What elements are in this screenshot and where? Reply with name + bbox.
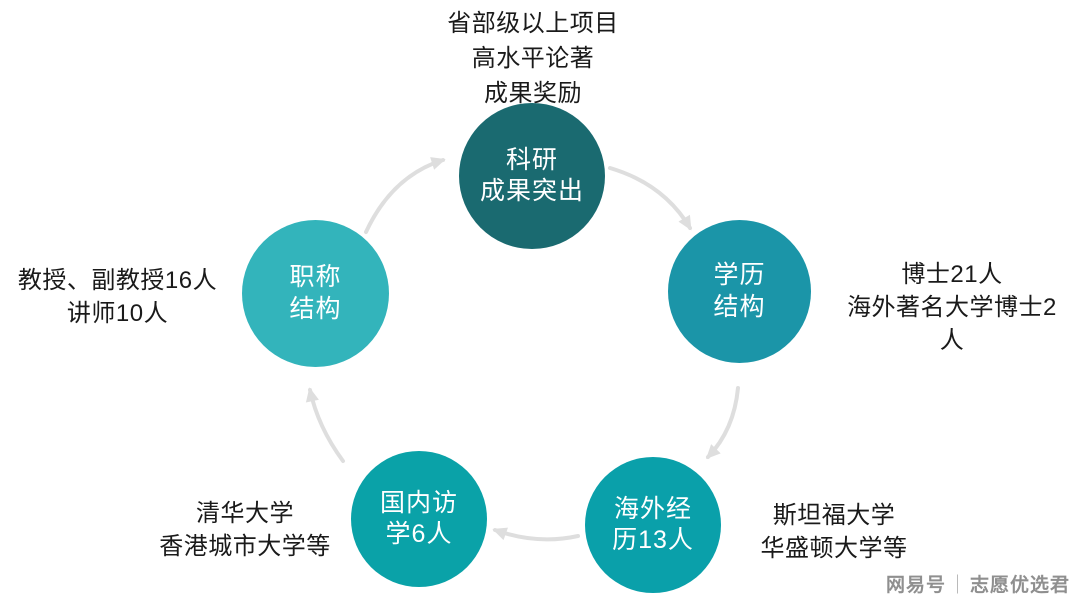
annotation-overseas: 斯坦福大学 华盛顿大学等 — [744, 499, 924, 565]
arrow-research-to-education-icon — [608, 166, 692, 231]
node-education-structure: 学历 结构 — [668, 220, 811, 363]
annotation-line: 海外著名大学博士2人 — [847, 294, 1057, 354]
watermark-brand: 网易号 — [885, 575, 946, 596]
watermark: 网易号 ｜ 志愿优选君 — [886, 570, 1070, 597]
annotation-line: 讲师10人 — [66, 300, 169, 327]
annotation-rank: 教授、副教授16人 讲师10人 — [5, 264, 230, 330]
node-label-line: 结构 — [713, 292, 766, 321]
node-label-line: 结构 — [289, 294, 342, 323]
annotation-line: 清华大学 — [196, 500, 294, 527]
annotation-line: 高水平论著 — [471, 45, 595, 72]
annotation-education: 博士21人 海外著名大学博士2人 — [838, 258, 1066, 357]
node-label-line: 学历 — [713, 261, 766, 289]
node-label-line: 科研 — [505, 145, 558, 174]
annotation-line: 成果奖励 — [484, 80, 582, 107]
node-domestic-visiting: 国内访 学6人 — [351, 451, 487, 587]
node-overseas-experience: 海外经 历13人 — [585, 457, 721, 593]
arrow-overseas-to-domestic-icon — [492, 527, 580, 542]
node-label-line: 海外经 — [613, 494, 692, 523]
node-label-line: 成果突出 — [479, 177, 584, 205]
node-title-structure: 职称 结构 — [242, 220, 389, 367]
node-label-line: 职称 — [289, 263, 342, 291]
arrow-rank-to-research-icon — [364, 157, 446, 234]
node-label-line: 历13人 — [612, 526, 694, 554]
node-label-line: 学6人 — [385, 520, 453, 548]
watermark-author: 志愿优选君 — [969, 575, 1070, 596]
annotation-research: 省部级以上项目 高水平论著 成果奖励 — [383, 6, 683, 111]
watermark-separator: ｜ — [947, 575, 968, 596]
node-label-line: 国内访 — [379, 488, 458, 517]
arrow-education-to-overseas-icon — [706, 386, 740, 460]
annotation-line: 斯坦福大学 — [772, 502, 896, 529]
annotation-line: 香港城市大学等 — [159, 533, 331, 560]
annotation-domestic: 清华大学 香港城市大学等 — [155, 497, 335, 563]
annotation-line: 博士21人 — [901, 261, 1003, 288]
annotation-line: 华盛顿大学等 — [760, 535, 908, 562]
node-research-achievements: 科研 成果突出 — [459, 103, 605, 249]
annotation-line: 教授、副教授16人 — [17, 267, 218, 294]
annotation-line: 省部级以上项目 — [447, 10, 619, 37]
arrow-domestic-to-rank-icon — [305, 387, 345, 463]
